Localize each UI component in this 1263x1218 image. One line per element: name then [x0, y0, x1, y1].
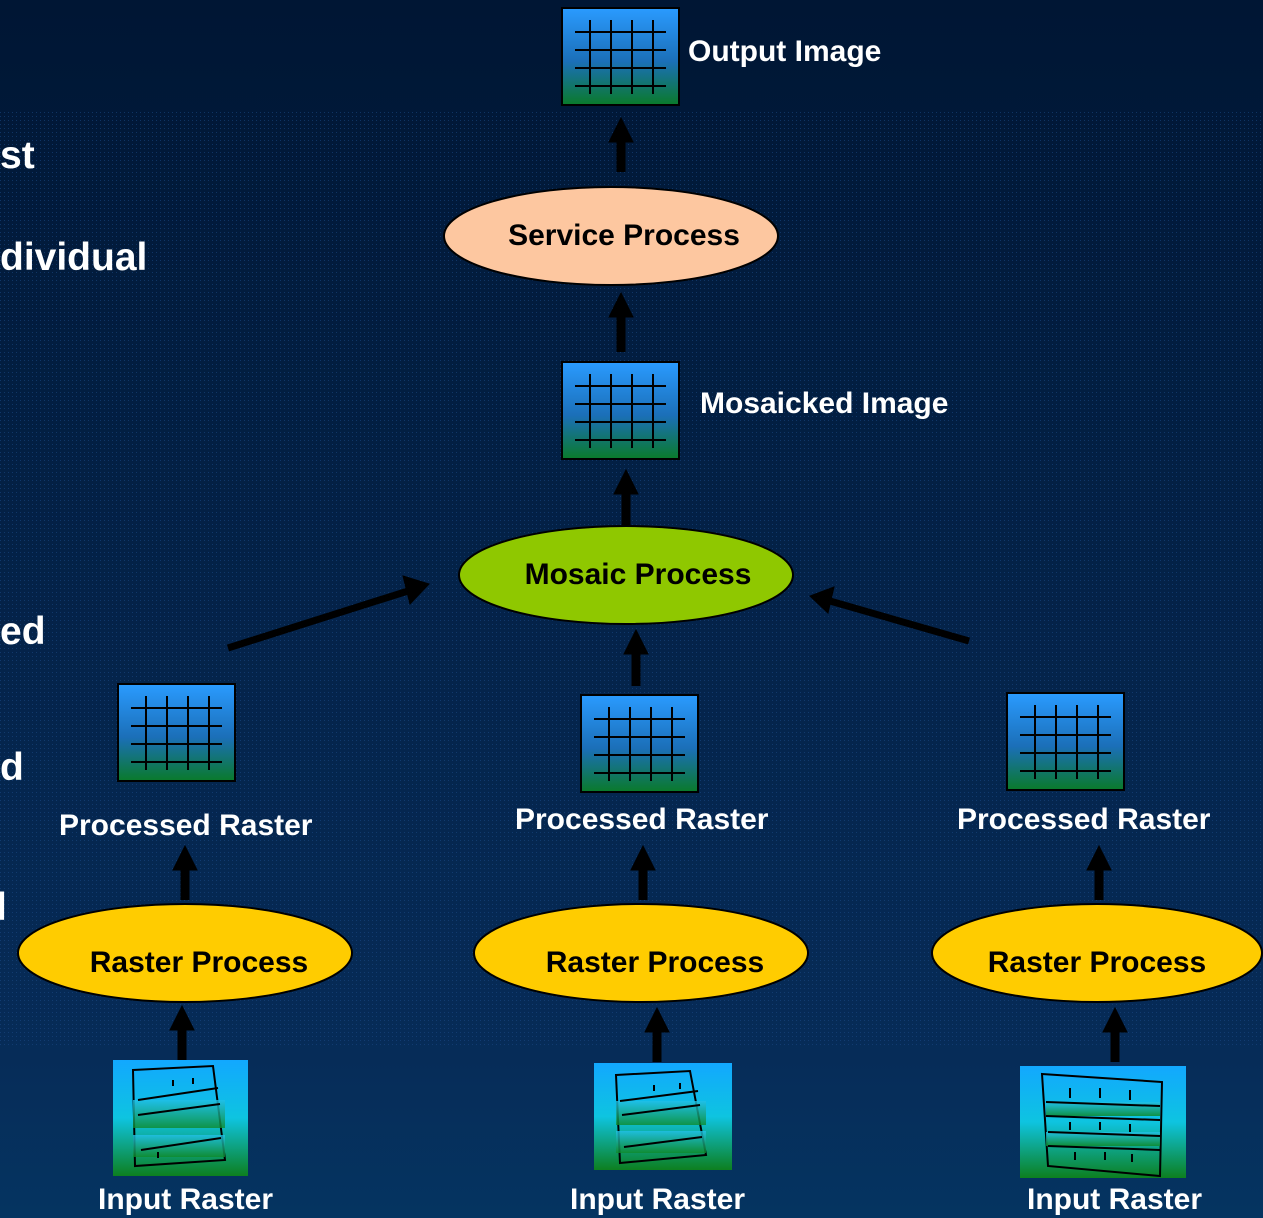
- input-raster-label-right: Input Raster: [1027, 1183, 1203, 1216]
- mosaicked-image-label: Mosaicked Image: [700, 387, 949, 420]
- arrow-service-to-output: [608, 116, 634, 172]
- processed-raster-icon-right: [1006, 692, 1125, 791]
- processed-raster-label-right: Processed Raster: [957, 803, 1211, 836]
- left-text-fragment: ed: [0, 610, 46, 653]
- arrow-input-center: [644, 1006, 670, 1062]
- arrow-mosaicked-to-service: [608, 291, 634, 352]
- input-raster-label-left: Input Raster: [98, 1183, 274, 1216]
- raster-process-label-left: Raster Process: [89, 946, 309, 979]
- raster-process-ellipse-left: [17, 903, 353, 1003]
- arrow-right-to-mosaic: [809, 586, 970, 645]
- left-text-fragment: st: [0, 134, 35, 177]
- left-text-fragment: dividual: [0, 236, 148, 279]
- processed-raster-icon-left: [117, 683, 236, 782]
- processed-raster-icon-center: [580, 694, 699, 793]
- left-text-fragment: l: [0, 886, 7, 929]
- processed-raster-label-left: Processed Raster: [59, 809, 313, 842]
- input-raster-label-center: Input Raster: [570, 1183, 746, 1216]
- mosaicked-image-icon: [561, 361, 680, 460]
- input-raster-icon-right: [1020, 1066, 1186, 1178]
- raster-process-ellipse-center: [473, 903, 809, 1003]
- arrow-mosaic-to-mosaicked: [613, 468, 639, 525]
- arrow-raster-process-right: [1086, 844, 1112, 900]
- output-image-label: Output Image: [688, 35, 882, 68]
- arrow-raster-process-center: [630, 844, 656, 900]
- arrow-center-to-mosaic: [623, 628, 649, 686]
- mosaic-process-ellipse: [458, 525, 794, 625]
- output-image-icon: [561, 7, 680, 106]
- input-raster-icon-left: [113, 1060, 248, 1176]
- service-process-label: Service Process: [508, 219, 740, 252]
- input-raster-icon-center: [594, 1063, 732, 1170]
- arrow-raster-process-left: [172, 844, 198, 900]
- connector-arrows: [169, 116, 1128, 1062]
- raster-process-label-center: Raster Process: [545, 946, 765, 979]
- arrow-input-right: [1102, 1006, 1128, 1062]
- processed-raster-label-center: Processed Raster: [515, 803, 769, 836]
- service-process-ellipse: [443, 186, 779, 286]
- left-text-fragment: d: [0, 746, 24, 789]
- mosaic-process-label: Mosaic Process: [524, 558, 752, 591]
- arrow-left-to-mosaic: [226, 575, 430, 652]
- raster-process-label-right: Raster Process: [987, 946, 1207, 979]
- arrow-input-left: [169, 1004, 195, 1060]
- raster-process-ellipse-right: [931, 903, 1263, 1003]
